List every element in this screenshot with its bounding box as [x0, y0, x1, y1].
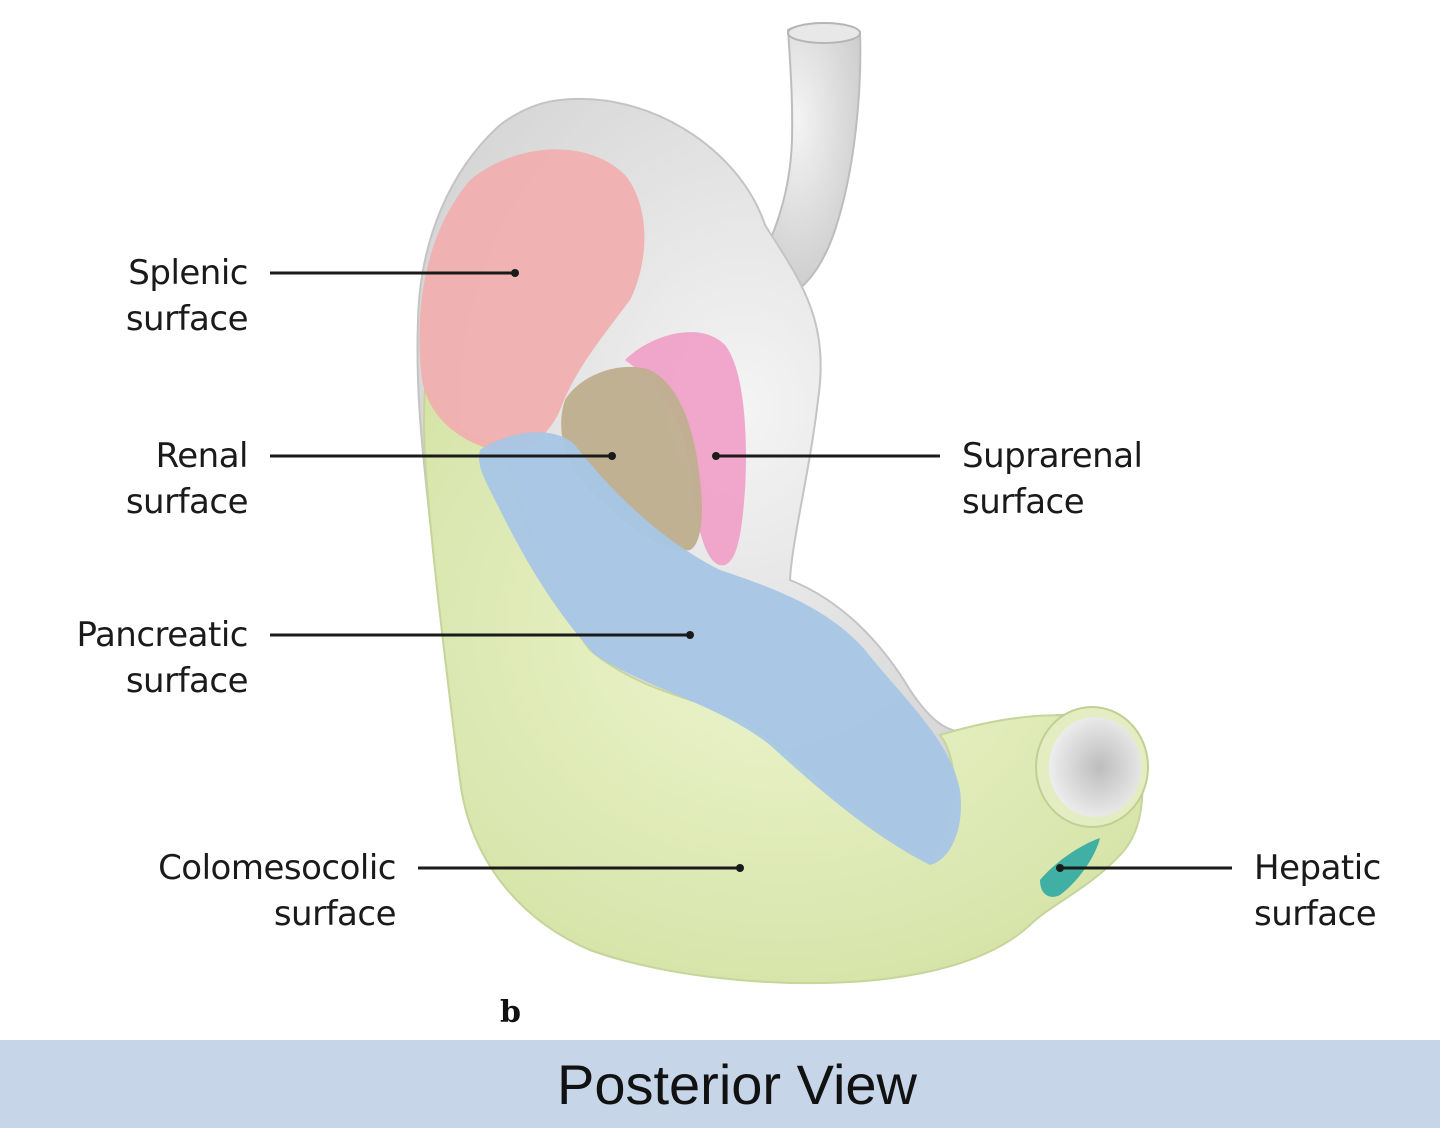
label-renal-surface: Renal surface: [100, 433, 249, 525]
leader-lines: [270, 271, 1232, 870]
label-line: Suprarenal: [962, 436, 1143, 476]
label-line: surface: [1254, 894, 1377, 934]
suprarenal-region: [625, 332, 746, 566]
label-line: surface: [962, 482, 1085, 522]
label-line: Renal: [155, 436, 249, 476]
esophagus-opening: [787, 22, 861, 44]
pancreatic-region: [479, 432, 961, 865]
label-line: Hepatic: [1254, 848, 1381, 888]
caption-bar: Posterior View: [0, 1040, 1440, 1128]
label-line: Colomesocolic: [158, 848, 396, 888]
label-splenic-surface: Splenic surface: [100, 250, 249, 342]
label-line: surface: [125, 661, 249, 701]
caption-title: Posterior View: [556, 1052, 917, 1116]
label-line: surface: [125, 482, 249, 522]
panel-letter: b: [500, 995, 521, 1030]
label-suprarenal-surface: Suprarenal surface: [962, 433, 1143, 525]
label-hepatic-surface: Hepatic surface: [1254, 845, 1381, 937]
label-line: surface: [273, 894, 397, 934]
label-line: Pancreatic: [76, 615, 248, 655]
leader-dots: [511, 269, 1064, 872]
pylorus-lumen: [1049, 717, 1141, 817]
splenic-region: [419, 149, 645, 452]
label-pancreatic-surface: Pancreatic surface: [40, 612, 248, 704]
label-line: Splenic: [128, 253, 248, 293]
stomach-diagram: Splenic surface Renal surface Pancreatic…: [40, 22, 1381, 1030]
stomach-illustration: [270, 22, 1232, 985]
label-line: surface: [125, 299, 249, 339]
label-colomesocolic-surface: Colomesocolic surface: [120, 845, 396, 937]
colomesocolic-region: [422, 387, 1143, 985]
renal-region: [561, 366, 702, 551]
